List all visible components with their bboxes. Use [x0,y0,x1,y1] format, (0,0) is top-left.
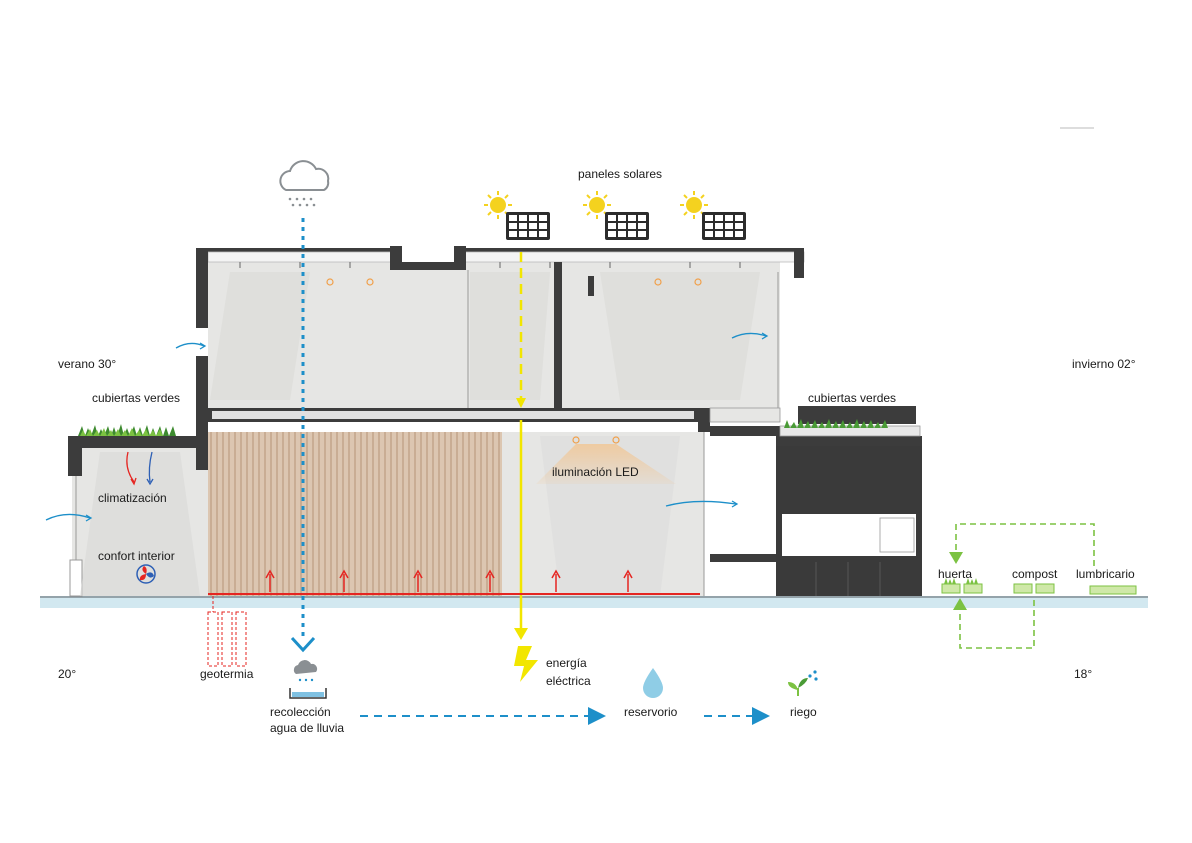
temp-left-label: 20° [58,667,76,681]
reservoir-label: reservorio [624,705,678,719]
energy-arrow-head-top [516,398,526,408]
reservoir-to-irrigation-head [752,707,770,725]
water-drop-icon [643,668,663,698]
energy-arrow-head [514,628,528,640]
compost-cycle [955,523,1095,649]
main-building [196,246,805,596]
rain-collector-icon [289,660,327,699]
solar-panels-label: paneles solares [578,167,662,181]
garden-plants [944,578,978,584]
solar-panel-icon [506,212,746,240]
left-annex [68,436,208,597]
lightning-icon [514,646,538,682]
garden-beds [941,583,1137,595]
led-light-beam [536,444,676,484]
led-fixtures [326,278,702,444]
climate-label: climatización [98,491,167,505]
garden-label: huerta [938,567,972,581]
cycle-arrow-up [953,598,967,610]
wood-slat-wall [208,432,502,596]
rain-label-line2: agua de lluvia [270,721,344,735]
comfort-label: confort interior [98,549,175,563]
airflow-arrows [45,332,769,522]
ground-strip [40,596,1148,608]
rain-to-reservoir-head [588,707,606,725]
irrigation-label: riego [790,705,817,719]
green-roof-left-label: cubiertas verdes [92,391,180,405]
energy-label-line1: energía [546,656,587,670]
compost-label: compost [1012,567,1058,581]
floor-heating [208,569,700,595]
green-roof-left [78,424,176,436]
rain-label-line1: recolección [270,705,331,719]
geothermal-label: geotermia [200,667,254,681]
right-annex [710,406,922,596]
sprout-icon [788,670,818,696]
temp-right-label: 18° [1074,667,1092,681]
rainwater-arrow-head [290,636,316,653]
energy-label-line2: eléctrica [546,674,591,688]
cycle-arrow-down [949,552,963,564]
geothermal-loops [207,596,247,667]
rain-cloud-icon [279,160,330,207]
winter-label: invierno 02° [1072,357,1136,371]
green-roof-right [779,419,921,437]
summer-label: verano 30° [58,357,116,371]
climate-arrows [126,451,154,486]
fan-icon [136,564,156,584]
green-roof-right-label: cubiertas verdes [808,391,896,405]
worm-label: lumbricario [1076,567,1135,581]
led-label: iluminación LED [552,465,639,479]
